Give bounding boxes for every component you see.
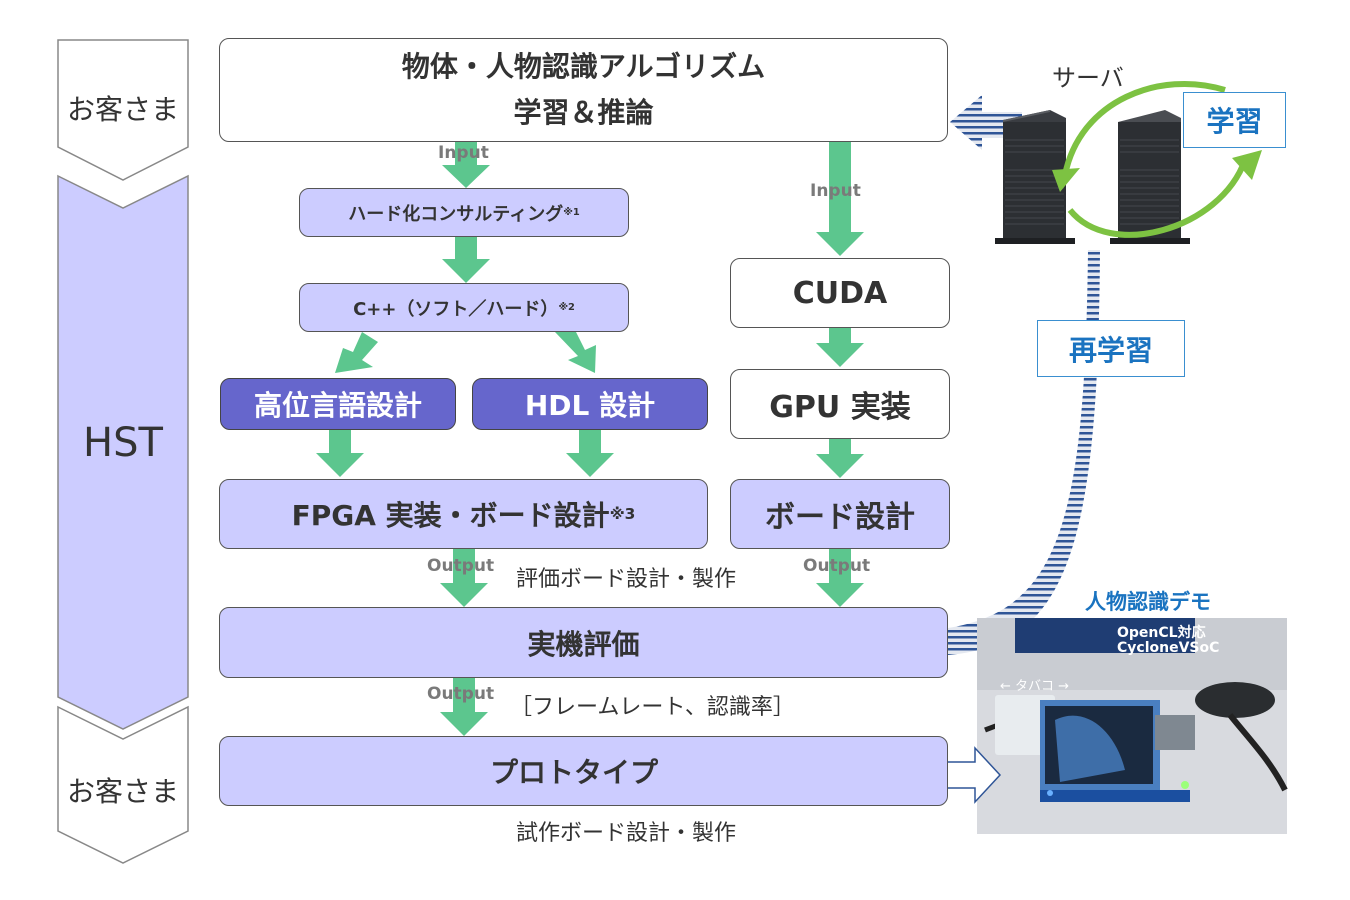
cpp-note: ※2 (558, 302, 575, 313)
fpga-impl-text: FPGA 実装・ボード設計 (291, 499, 610, 532)
demo-caption-2: CycloneVSoC (1117, 640, 1220, 656)
arrow-top-to-consulting (442, 142, 490, 188)
arrow-cuda-to-gpu (816, 328, 864, 367)
algorithm-box: 物体・人物認識アルゴリズム 学習＆推論 (219, 38, 948, 142)
consulting-note: ※1 (563, 207, 580, 218)
gpu-board-box: ボード設計 (730, 479, 950, 549)
phase-label-customer-top: お客さま (66, 93, 179, 126)
phase-chevron-hst (57, 174, 189, 730)
prototype-text: プロトタイプ (490, 756, 659, 789)
input-label-right: Input (810, 181, 861, 201)
eval-board-note: 評価ボード設計・製作 (516, 567, 737, 592)
arrow-fpga-to-eval (440, 549, 488, 607)
relearn-text: 再学習 (1068, 333, 1153, 367)
demo-title: 人物認識デモ (1085, 590, 1211, 614)
fpga-impl-box: FPGA 実装・ボード設計※3 (219, 479, 708, 549)
learn-text: 学習 (1206, 105, 1263, 138)
proto-board-note: 試作ボード設計・製作 (516, 821, 737, 846)
relearn-feedback-path (948, 250, 1100, 655)
phase-label-customer-bottom: お客さま (66, 775, 179, 808)
input-label-left: Input (438, 143, 489, 163)
arrow-hls-to-fpga (316, 430, 364, 477)
prototype-box: プロトタイプ (219, 736, 948, 806)
gpu-board-text: ボード設計 (765, 500, 915, 535)
hls-design-box: 高位言語設計 (220, 378, 456, 430)
demo-caption-1: OpenCL対応 (1117, 625, 1206, 641)
cpp-box: C++（ソフト／ハード）※2 (299, 283, 629, 332)
server-label: サーバ (1052, 64, 1124, 92)
server-icon-left (995, 110, 1075, 244)
eval-text: 実機評価 (527, 627, 640, 661)
arrow-cpp-to-hls (335, 332, 378, 373)
consulting-box: ハード化コンサルティング※1 (299, 188, 629, 237)
algorithm-subtitle: 学習＆推論 (513, 96, 654, 129)
phase-chevron-customer-top (57, 39, 189, 181)
consulting-text: ハード化コンサルティング (348, 203, 564, 225)
relearn-label: 再学習 (1037, 320, 1185, 377)
output-label-board: Output (803, 556, 871, 576)
flow-arrows (316, 142, 864, 736)
hdl-design-text: HDL 設計 (524, 389, 656, 422)
arrow-gpu-to-board (816, 439, 864, 478)
arrow-consulting-to-cpp (442, 237, 490, 283)
cycle-arrow-bottom (1067, 158, 1248, 238)
demo-photo (977, 618, 1288, 834)
output-label-fpga: Output (427, 556, 495, 576)
gpu-impl-text: GPU 実装 (769, 390, 911, 425)
cycle-arrow-top (1062, 80, 1226, 176)
cycle-arrow-bottom-head (1232, 150, 1262, 180)
arrow-cpp-to-hdl (555, 322, 596, 373)
arrow-board-to-eval (816, 549, 864, 607)
arrow-eval-to-proto (440, 678, 488, 736)
cpp-text: C++（ソフト／ハード） (353, 298, 559, 320)
cuda-text: CUDA (792, 275, 888, 311)
phase-label-hst: HST (83, 420, 163, 466)
phase-chevron-customer-bottom (57, 705, 189, 864)
server-icon-right (1110, 110, 1190, 244)
metrics-note: ［フレームレート、認識率］ (510, 695, 795, 720)
learn-label: 学習 (1183, 92, 1286, 148)
algorithm-title: 物体・人物認識アルゴリズム (401, 50, 766, 83)
cuda-box: CUDA (730, 258, 950, 328)
output-label-eval: Output (427, 684, 495, 704)
hdl-design-box: HDL 設計 (472, 378, 708, 430)
relearn-arrow-head (950, 95, 1010, 150)
hls-design-text: 高位言語設計 (253, 389, 422, 422)
gpu-impl-box: GPU 実装 (730, 369, 950, 439)
arrow-top-to-cuda (816, 142, 864, 256)
demo-object-label: ← タバコ → (1000, 679, 1070, 694)
fpga-impl-note: ※3 (609, 505, 636, 523)
cycle-arrow-top-head (1052, 168, 1080, 192)
arrow-hdl-to-fpga (566, 430, 614, 477)
eval-box: 実機評価 (219, 607, 948, 678)
